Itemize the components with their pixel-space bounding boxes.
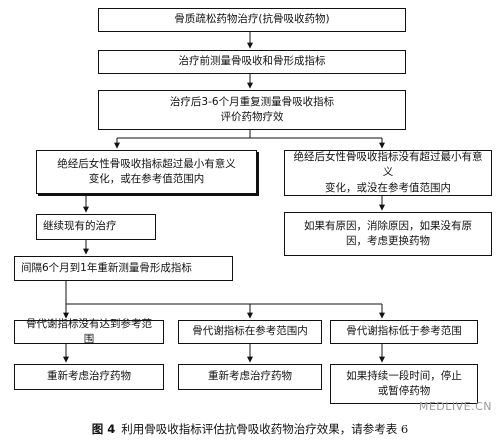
node-not-exceeds-minimum-change: 绝经后女性骨吸收指标没有超过最小有意义 变化，或没在参考值范围内 [284,150,492,196]
node-antiresorptive-treatment: 骨质疏松药物治疗(抗骨吸收药物) [98,8,406,32]
watermark: MEDLIVE.CN [418,400,492,413]
node-marker-not-reach-range: 骨代谢指标没有达到参考范围 [14,318,164,345]
node-remeasure-formation-6-12-months: 间隔6个月到1年重新测量骨形成指标 [14,256,233,281]
node-remove-cause-or-change-drug: 如果有原因，消除原因，如果没有原 因，考虑更换药物 [284,212,492,256]
figure-caption-text: 利用骨吸收指标评估抗骨吸收药物治疗效果，请参考表 6 [121,422,409,436]
node-measure-before-treatment: 治疗前测量骨吸收和骨形成指标 [98,50,406,74]
node-exceeds-minimum-change: 绝经后女性骨吸收指标超过最小有意义 变化，或在参考值范围内 [36,150,257,194]
node-stop-or-pause-drug: 如果持续一段时间，停止 或暂停药物 [330,364,478,404]
node-remeasure-3-6-months: 治疗后3-6个月重复测量骨吸收指标 评价药物疗效 [98,90,406,130]
figure-label: 图 4 [91,422,116,436]
node-reconsider-drug-middle: 重新考虑治疗药物 [178,364,322,390]
node-marker-below-range: 骨代谢指标低于参考范围 [330,320,478,344]
node-reconsider-drug-left: 重新考虑治疗药物 [14,364,164,390]
node-marker-within-range: 骨代谢指标在参考范围内 [178,320,322,344]
node-continue-treatment: 继续现有的治疗 [36,214,156,240]
figure-caption: 图 4 利用骨吸收指标评估抗骨吸收药物治疗效果，请参考表 6 [0,419,500,439]
